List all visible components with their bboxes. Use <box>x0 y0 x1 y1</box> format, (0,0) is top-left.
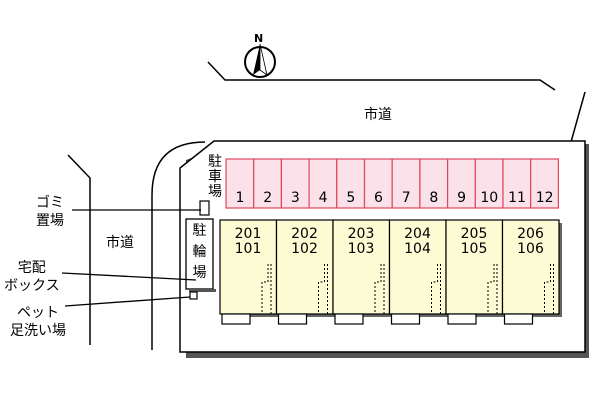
north-label: N <box>254 32 264 45</box>
parking-slots <box>225 158 560 209</box>
parking-slot <box>447 158 476 209</box>
parking-slot <box>336 158 366 209</box>
parking-slot <box>308 158 338 209</box>
unit-balcony <box>503 313 534 325</box>
unit-number-lower: 102 <box>291 241 318 257</box>
parking-slot-number: 4 <box>318 190 328 206</box>
west-road-edge-left <box>67 154 91 345</box>
parking-slot-number: 2 <box>263 190 273 206</box>
delivery-box-callout-label: 宅配 ボックス <box>4 259 60 295</box>
unit-balcony <box>334 313 364 325</box>
title-char: 駐 <box>208 154 222 170</box>
parking-slot <box>419 158 449 209</box>
pet-wash-callout-label: ペット 足洗い場 <box>10 304 66 340</box>
bike-parking-area <box>185 218 214 290</box>
unit-number-upper: 205 <box>460 226 488 242</box>
parking-slot-number: 7 <box>401 190 411 206</box>
building-unit <box>332 219 391 315</box>
west-road-edge-right <box>151 141 206 350</box>
unit-number-lower: 106 <box>517 241 544 257</box>
east-road-edge <box>570 91 586 143</box>
unit-balcony <box>277 313 308 325</box>
north-arrow-icon <box>244 43 276 78</box>
unit-stair-outline <box>487 264 495 314</box>
pet-callout-line2: 足洗い場 <box>10 323 66 339</box>
parking-title: 駐車場 <box>206 155 224 200</box>
building-unit <box>219 219 278 315</box>
building-unit <box>445 219 504 315</box>
building <box>219 219 562 325</box>
title-char: 輪 <box>192 244 207 260</box>
unit-number-upper: 201 <box>234 226 262 242</box>
parking-slot-number: 5 <box>346 190 356 206</box>
unit-balcony <box>390 313 421 325</box>
parking-slot-number: 11 <box>508 190 526 206</box>
bike-parking-title: 駐輪場 <box>190 221 209 284</box>
unit-number-upper: 206 <box>517 226 544 242</box>
parking-slot <box>474 158 504 209</box>
unit-stair-outline <box>431 264 438 314</box>
unit-stair-outline <box>261 264 269 314</box>
parking-slot <box>502 158 532 209</box>
title-char: 駐 <box>192 223 207 239</box>
parking-slot <box>280 158 310 209</box>
callout-line-pet <box>64 296 191 307</box>
north-road-label: 市道 <box>364 107 392 123</box>
unit-number-upper: 202 <box>291 226 318 242</box>
title-char: 場 <box>192 265 207 281</box>
unit-number-upper: 203 <box>347 226 375 242</box>
unit-stair-outline <box>374 264 382 314</box>
north-road-edge <box>207 61 556 91</box>
parking-slot-number: 10 <box>480 190 499 206</box>
parking-slot-number: 9 <box>457 190 467 206</box>
building-unit <box>501 219 560 315</box>
parking-slot-number: 6 <box>374 190 383 206</box>
garbage-area-marker <box>199 200 210 216</box>
parking-slot <box>253 158 282 209</box>
pet-callout-line1: ペット <box>17 305 59 321</box>
parking-slot-number: 3 <box>290 190 300 206</box>
garbage-callout-line1: ゴミ <box>36 195 64 211</box>
bike-parking-shadow <box>189 289 216 292</box>
delivery-callout-line2: ボックス <box>4 278 60 294</box>
delivery-callout-line1: 宅配 <box>17 260 46 276</box>
pet-wash-marker <box>189 291 198 300</box>
unit-stair-outline <box>544 264 551 314</box>
parking-slot <box>530 158 560 209</box>
parking-slot <box>391 158 421 209</box>
building-unit <box>388 219 447 315</box>
title-char: 場 <box>208 184 222 200</box>
parking-slot-number: 12 <box>535 190 554 206</box>
callout-line-delivery <box>61 272 197 281</box>
garbage-callout-line2: 置場 <box>36 213 64 229</box>
unit-stair-outline <box>318 264 325 314</box>
unit-number-lower: 105 <box>460 241 488 257</box>
west-road-label: 市道 <box>106 235 134 251</box>
unit-number-lower: 104 <box>404 241 431 257</box>
unit-number-upper: 204 <box>404 226 431 242</box>
unit-balcony <box>447 313 477 325</box>
title-char: 車 <box>208 169 222 185</box>
unit-balcony <box>221 313 251 325</box>
unit-number-lower: 103 <box>347 241 375 257</box>
unit-number-lower: 101 <box>234 241 262 257</box>
building-unit <box>275 219 334 315</box>
garbage-callout-label: ゴミ 置場 <box>36 194 64 230</box>
parking-slot <box>363 158 393 209</box>
parking-slot-number: 8 <box>429 190 439 206</box>
parking-slot-number: 1 <box>235 190 245 206</box>
